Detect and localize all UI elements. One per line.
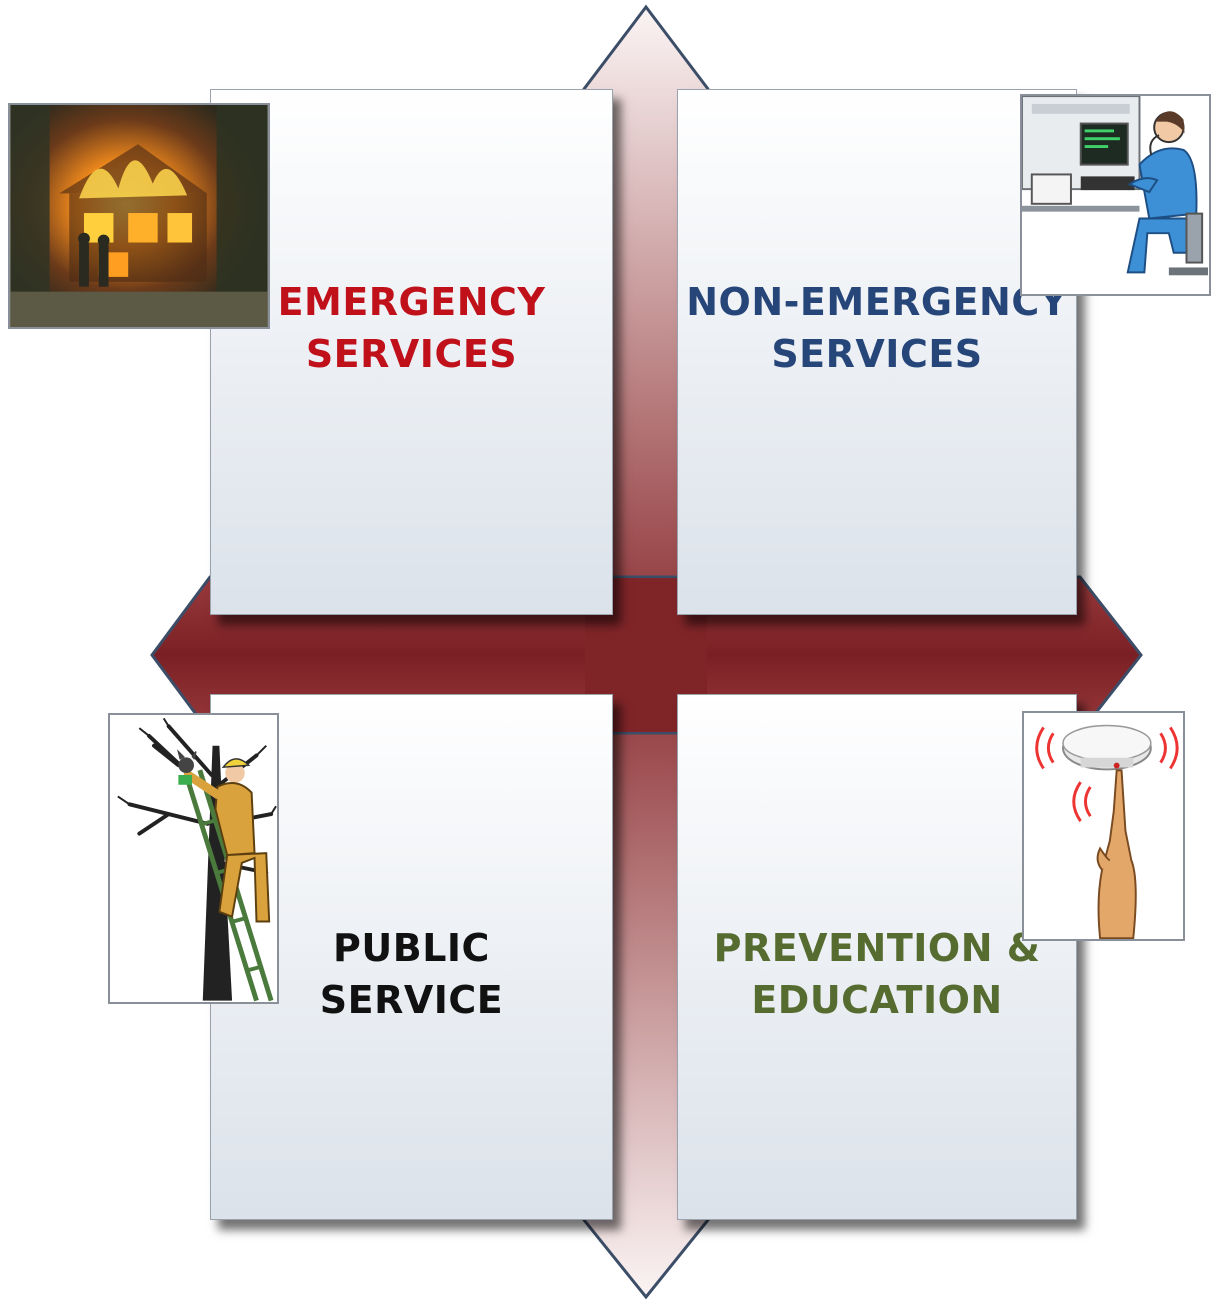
prevention-education-label: PREVENTION & EDUCATION	[714, 922, 1041, 1026]
quadrant-prevention-education: PREVENTION & EDUCATION	[677, 694, 1077, 1220]
non-emergency-services-label: NON-EMERGENCY SERVICES	[686, 276, 1068, 380]
burning-house-photo	[8, 103, 270, 329]
label-line: SERVICE	[319, 978, 504, 1022]
label-line: EDUCATION	[751, 978, 1003, 1022]
smoke-detector-clipart	[1022, 711, 1185, 941]
label-line: EMERGENCY	[277, 280, 546, 324]
label-line: PUBLIC	[333, 926, 490, 970]
quadrant-emergency-services: EMERGENCY SERVICES	[210, 89, 613, 615]
label-line: PREVENTION &	[713, 926, 1041, 970]
quadrant-non-emergency-services: NON-EMERGENCY SERVICES	[677, 89, 1077, 615]
public-service-label: PUBLIC SERVICE	[320, 922, 503, 1026]
emergency-services-label: EMERGENCY SERVICES	[278, 276, 546, 380]
tree-rescue-clipart	[108, 713, 279, 1004]
dispatcher-clipart	[1020, 94, 1211, 296]
label-line: NON-EMERGENCY	[686, 280, 1068, 324]
label-line: SERVICES	[771, 332, 983, 376]
label-line: SERVICES	[305, 332, 518, 376]
